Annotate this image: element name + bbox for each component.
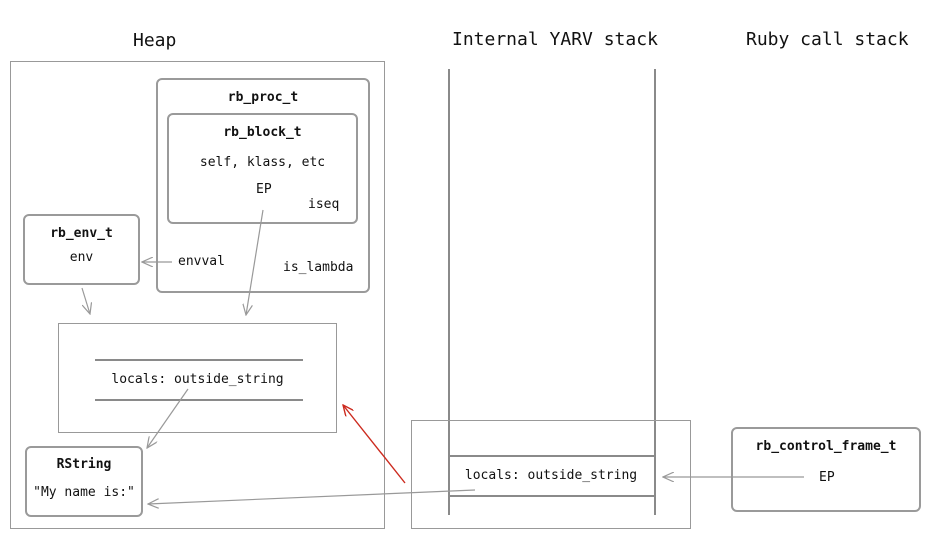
rb-env-box: rb_env_t env: [23, 214, 140, 285]
rb-block-title: rb_block_t: [223, 125, 302, 140]
yarv-stack-right-rail: [654, 69, 656, 515]
yarv-stack-title: Internal YARV stack: [452, 29, 658, 50]
rstring-title: RString: [56, 457, 112, 472]
heap-locals-bottom-divider: [95, 399, 303, 401]
heap-title: Heap: [133, 30, 177, 51]
rstring-value: "My name is:": [33, 485, 135, 500]
block-ep-field: EP: [256, 182, 272, 197]
stack-frame-box: [411, 420, 691, 529]
block-fields: self, klass, etc: [199, 155, 326, 170]
rstring-box: RString "My name is:": [25, 446, 143, 517]
heap-locals-label: locals: outside_string: [111, 372, 284, 387]
stack-locals-bottom-divider: [449, 495, 656, 497]
rb-env-title: rb_env_t: [50, 226, 113, 241]
is-lambda-field: is_lambda: [283, 260, 354, 275]
heap-locals-top-divider: [95, 359, 303, 361]
rb-control-frame-title: rb_control_frame_t: [755, 439, 897, 454]
env-field: env: [69, 250, 94, 265]
block-iseq-field: iseq: [308, 197, 340, 212]
rb-block-box: rb_block_t self, klass, etc EP iseq: [167, 113, 358, 224]
heap-locals-box: locals: outside_string: [58, 323, 337, 433]
stack-locals-label: locals: outside_string: [464, 468, 638, 483]
control-frame-ep-field: EP: [819, 470, 835, 485]
ruby-call-stack-title: Ruby call stack: [746, 29, 909, 50]
heap-region: [10, 61, 385, 529]
rb-proc-title: rb_proc_t: [227, 90, 299, 105]
stack-locals-top-divider: [449, 455, 656, 457]
rb-control-frame-box: rb_control_frame_t EP: [731, 427, 921, 512]
yarv-stack-left-rail: [448, 69, 450, 515]
envval-field: envval: [178, 254, 225, 269]
